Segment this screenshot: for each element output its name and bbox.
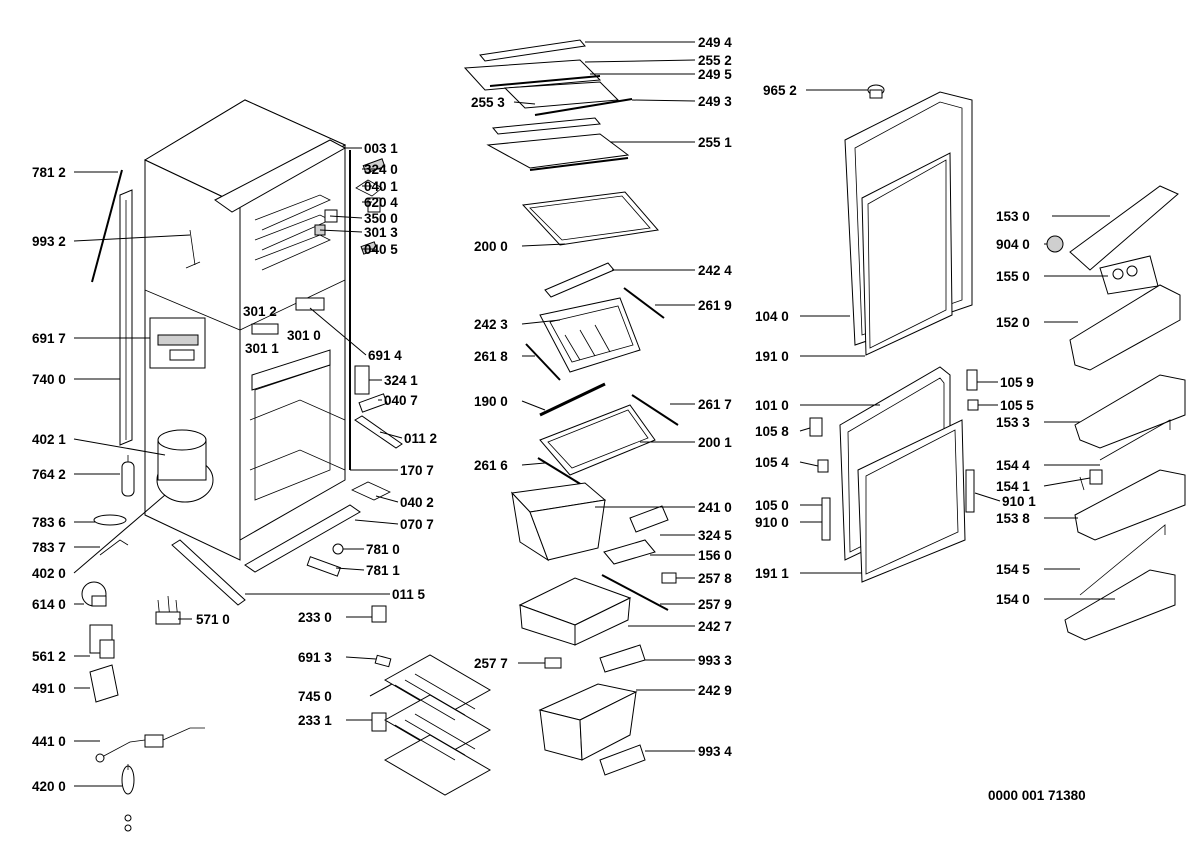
callout-003-1: 003 1: [364, 141, 398, 156]
callout-904-0: 904 0: [996, 237, 1030, 252]
callout-261-9: 261 9: [698, 298, 732, 313]
leader-lines: [73, 41, 1115, 787]
callout-249-3: 249 3: [698, 94, 732, 109]
callout-152-0: 152 0: [996, 315, 1030, 330]
callout-261-7: 261 7: [698, 397, 732, 412]
shelves-and-drawers: [463, 39, 679, 776]
callout-783-6: 783 6: [32, 515, 66, 530]
door-bins: [1046, 185, 1186, 641]
callout-561-2: 561 2: [32, 649, 66, 664]
callout-242-3: 242 3: [474, 317, 508, 332]
callout-011-5: 011 5: [392, 587, 426, 602]
callout-764-2: 764 2: [32, 467, 66, 482]
callout-154-1: 154 1: [996, 479, 1030, 494]
callout-105-8: 105 8: [755, 424, 789, 439]
callout-200-1: 200 1: [698, 435, 732, 450]
callout-153-8: 153 8: [996, 511, 1030, 526]
callout-783-7: 783 7: [32, 540, 66, 555]
callout-402-0: 402 0: [32, 566, 66, 581]
callout-301-1: 301 1: [245, 341, 279, 356]
callout-324-1: 324 1: [384, 373, 418, 388]
callout-571-0: 571 0: [196, 612, 230, 627]
callout-242-4: 242 4: [698, 263, 732, 278]
callout-242-9: 242 9: [698, 683, 732, 698]
callout-257-8: 257 8: [698, 571, 732, 586]
callout-965-2: 965 2: [763, 83, 797, 98]
callout-105-5: 105 5: [1000, 398, 1034, 413]
callout-993-3: 993 3: [698, 653, 732, 668]
callout-910-1: 910 1: [1002, 494, 1036, 509]
callout-101-0: 101 0: [755, 398, 789, 413]
callout-156-0: 156 0: [698, 548, 732, 563]
callout-261-8: 261 8: [474, 349, 508, 364]
callout-170-7: 170 7: [400, 463, 434, 478]
callout-155-0: 155 0: [996, 269, 1030, 284]
drawing-number: 0000 001 71380: [988, 788, 1086, 803]
callout-740-0: 740 0: [32, 372, 66, 387]
callout-620-4: 620 4: [364, 195, 398, 210]
callout-441-0: 441 0: [32, 734, 66, 749]
callout-040-7: 040 7: [384, 393, 418, 408]
callout-324-0: 324 0: [364, 162, 398, 177]
callout-324-5: 324 5: [698, 528, 732, 543]
callout-153-3: 153 3: [996, 415, 1030, 430]
callout-301-0: 301 0: [287, 328, 321, 343]
callout-191-0: 191 0: [755, 349, 789, 364]
callout-040-1: 040 1: [364, 179, 398, 194]
callout-402-1: 402 1: [32, 432, 66, 447]
callout-154-0: 154 0: [996, 592, 1030, 607]
callout-154-5: 154 5: [996, 562, 1030, 577]
callout-691-7: 691 7: [32, 331, 66, 346]
callout-257-9: 257 9: [698, 597, 732, 612]
callout-691-3: 691 3: [298, 650, 332, 665]
callout-781-1: 781 1: [366, 563, 400, 578]
callout-011-2: 011 2: [404, 431, 437, 446]
callout-993-2: 993 2: [32, 234, 66, 249]
callout-154-4: 154 4: [996, 458, 1030, 473]
callout-301-2: 301 2: [243, 304, 277, 319]
callout-233-0: 233 0: [298, 610, 332, 625]
callout-301-3: 301 3: [364, 225, 398, 240]
callout-910-0: 910 0: [755, 515, 789, 530]
callout-614-0: 614 0: [32, 597, 66, 612]
callout-200-0: 200 0: [474, 239, 508, 254]
callout-labels: 781 2 993 2 691 7 740 0 402 1 764 2 783 …: [32, 35, 1086, 803]
callout-781-2: 781 2: [32, 165, 66, 180]
callout-040-5: 040 5: [364, 242, 398, 257]
doors: [809, 84, 979, 583]
callout-255-3: 255 3: [471, 95, 505, 110]
callout-070-7: 070 7: [400, 517, 434, 532]
callout-255-2: 255 2: [698, 53, 732, 68]
callout-242-7: 242 7: [698, 619, 732, 634]
callout-420-0: 420 0: [32, 779, 66, 794]
callout-105-0: 105 0: [755, 498, 789, 513]
callout-233-1: 233 1: [298, 713, 332, 728]
callout-249-5: 249 5: [698, 67, 732, 82]
refrigerator-cabinet: [81, 99, 492, 832]
callout-153-0: 153 0: [996, 209, 1030, 224]
callout-257-7: 257 7: [474, 656, 508, 671]
callout-261-6: 261 6: [474, 458, 508, 473]
callout-104-0: 104 0: [755, 309, 789, 324]
callout-105-4: 105 4: [755, 455, 789, 470]
callout-249-4: 249 4: [698, 35, 732, 50]
callout-040-2: 040 2: [400, 495, 434, 510]
callout-993-4: 993 4: [698, 744, 732, 759]
callout-691-4: 691 4: [368, 348, 402, 363]
callout-190-0: 190 0: [474, 394, 508, 409]
callout-241-0: 241 0: [698, 500, 732, 515]
callout-781-0: 781 0: [366, 542, 400, 557]
callout-350-0: 350 0: [364, 211, 398, 226]
callout-105-9: 105 9: [1000, 375, 1034, 390]
callout-255-1: 255 1: [698, 135, 732, 150]
callout-191-1: 191 1: [755, 566, 789, 581]
callout-745-0: 745 0: [298, 689, 332, 704]
callout-491-0: 491 0: [32, 681, 66, 696]
